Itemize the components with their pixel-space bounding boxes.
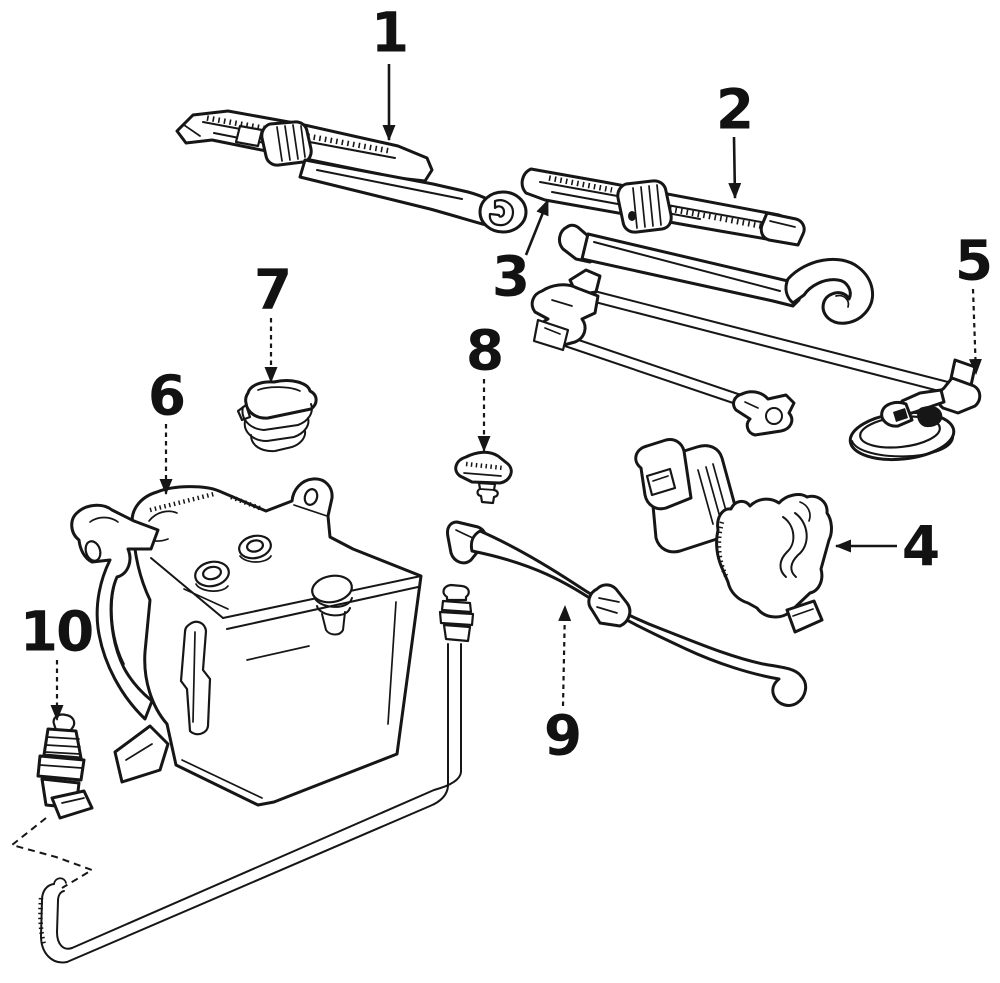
retainer-clip <box>454 450 513 505</box>
reservoir-grommets <box>194 534 353 636</box>
washer-reservoir <box>70 477 423 807</box>
wiper-linkage <box>530 268 949 437</box>
callout-label-8: 8 <box>465 318 504 383</box>
washer-hose <box>446 520 808 707</box>
front-wiper-arm-and-blade <box>175 109 528 234</box>
pivot-shaft-assembly <box>848 358 982 462</box>
callout-label-9: 9 <box>543 703 582 768</box>
wiper-motor <box>634 438 833 634</box>
callout-label-4: 4 <box>901 514 940 579</box>
callout-label-3: 3 <box>491 244 530 309</box>
wing-hole <box>84 540 102 562</box>
callout-label-1: 1 <box>370 0 409 65</box>
callout-label-10: 10 <box>19 599 95 664</box>
hose-clip <box>587 583 632 628</box>
callout-arrow-5 <box>968 288 982 375</box>
reservoir-cap <box>236 379 318 453</box>
callout-label-7: 7 <box>253 257 292 322</box>
callout-arrow-3 <box>524 199 550 256</box>
bracket-hole <box>303 488 319 506</box>
callout-label-6: 6 <box>147 363 186 428</box>
callout-arrow-9 <box>558 605 572 707</box>
callout-arrow-2 <box>728 136 742 199</box>
callout-label-5: 5 <box>954 228 993 293</box>
washer-supply-tube <box>11 583 475 964</box>
rear-wiper-arm <box>558 223 875 325</box>
callout-label-2: 2 <box>715 77 754 142</box>
rear-wiper-blade <box>520 167 806 247</box>
